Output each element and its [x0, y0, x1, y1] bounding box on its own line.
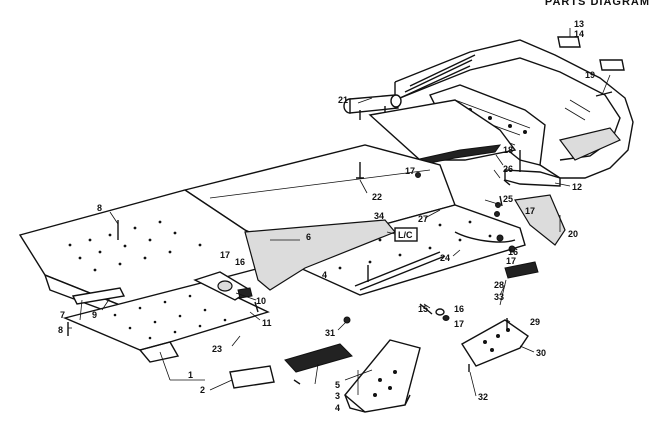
callout-numbers: 1 2 3 4 4 5 6 7 8 8 9 10 11 12 13 14 15 … — [58, 19, 595, 413]
callout-21: 21 — [338, 95, 348, 105]
callout-14: 14 — [574, 29, 584, 39]
callout-17b: 17 — [405, 166, 415, 176]
callout-29: 29 — [530, 317, 540, 327]
bracket-20 — [514, 194, 566, 246]
callout-20: 20 — [568, 229, 578, 239]
callout-25: 25 — [503, 194, 513, 204]
callout-4a: 4 — [322, 270, 327, 280]
callout-16b: 16 — [508, 247, 518, 257]
diagram-header-title: PARTS DIAGRAM — [544, 0, 650, 8]
callout-31: 31 — [325, 328, 335, 338]
bracket-30 — [461, 319, 529, 367]
callout-7: 7 — [60, 310, 65, 320]
callout-18: 18 — [503, 145, 513, 155]
flange-7 — [71, 287, 126, 305]
callout-17e: 17 — [454, 319, 464, 329]
callout-30: 30 — [536, 348, 546, 358]
callout-24: 24 — [440, 253, 450, 263]
decal-plates — [557, 36, 625, 71]
callout-17d: 17 — [506, 256, 516, 266]
callout-34: 34 — [374, 211, 384, 221]
callout-26: 26 — [503, 164, 513, 174]
plate-2 — [229, 365, 275, 389]
grate-5 — [284, 343, 353, 373]
side-rail-6 — [244, 219, 396, 291]
callout-8b: 8 — [58, 325, 63, 335]
callout-2: 2 — [200, 385, 205, 395]
tube-24 — [454, 231, 516, 243]
callout-33: 33 — [494, 292, 504, 302]
bolt-19 — [595, 91, 613, 97]
callout-13: 13 — [574, 19, 584, 29]
lc-decal: L/C — [394, 227, 418, 242]
callout-15: 15 — [418, 304, 428, 314]
callout-23: 23 — [212, 344, 222, 354]
callout-10: 10 — [256, 296, 266, 306]
shaft-33 — [354, 251, 446, 291]
bracket-3 — [344, 339, 421, 413]
callout-4b: 4 — [335, 403, 340, 413]
callout-5: 5 — [335, 380, 340, 390]
callout-28: 28 — [494, 280, 504, 290]
callout-32: 32 — [478, 392, 488, 402]
callout-12: 12 — [572, 182, 582, 192]
callout-19: 19 — [585, 70, 595, 80]
callout-3: 3 — [335, 391, 340, 401]
plate-28 — [504, 261, 539, 279]
callout-16c: 16 — [454, 304, 464, 314]
callout-16a: 16 — [235, 257, 245, 267]
lc-decal-text: L/C — [398, 230, 413, 240]
callout-17a: 17 — [220, 250, 230, 260]
callout-8a: 8 — [97, 203, 102, 213]
callout-9: 9 — [92, 310, 97, 320]
floor-plate-1 — [62, 281, 270, 363]
callout-11: 11 — [262, 318, 272, 328]
callout-6: 6 — [306, 232, 311, 242]
callout-22: 22 — [372, 192, 382, 202]
callout-27: 27 — [418, 214, 428, 224]
leader-lines — [68, 28, 611, 397]
callout-17c: 17 — [525, 206, 535, 216]
tube-21 — [343, 94, 402, 120]
callout-1: 1 — [188, 370, 193, 380]
